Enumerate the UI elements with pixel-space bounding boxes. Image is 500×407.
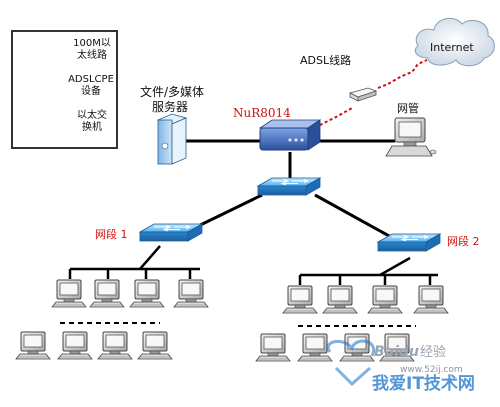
segment-2-bus — [298, 256, 438, 285]
legend-adsl-label-1: ADSLCPE — [68, 74, 114, 85]
legend: 100M以 太线路 ADSLCPE 设备 以太交 换机 — [11, 30, 118, 149]
segment-1-bus — [68, 245, 200, 279]
legend-switch-label-1: 以太交 — [77, 110, 107, 121]
internet-cloud — [414, 17, 495, 67]
legend-switch-label-2: 换机 — [82, 122, 102, 133]
watermark-cn: 我爱IT技术网 — [372, 374, 475, 394]
router-device — [258, 119, 322, 151]
segment-2-label: 网段 2 — [447, 235, 480, 248]
internet-label: Internet — [430, 41, 474, 54]
server-label-1: 文件/多媒体 — [140, 85, 205, 99]
adsl-modem — [349, 87, 377, 102]
watermark-baidu: Baidu — [374, 344, 419, 360]
segment-1-pcs — [15, 279, 209, 360]
watermark-graphic — [326, 339, 376, 387]
watermark-site: www.52ij.com — [400, 365, 463, 375]
file-server — [156, 113, 188, 165]
server-label-2: 服务器 — [152, 100, 189, 114]
watermark-jingyan: 经验 — [420, 345, 447, 360]
legend-line-label-2: 太线路 — [77, 50, 107, 61]
segment-1-label: 网段 1 — [95, 228, 128, 241]
segment-1-switch — [139, 223, 203, 242]
adsl-line-label: ADSL线路 — [300, 54, 352, 67]
manager-label: 网管 — [397, 102, 419, 115]
manager-pc — [385, 117, 437, 157]
core-switch — [257, 177, 321, 196]
legend-adsl-label-2: 设备 — [81, 86, 101, 97]
legend-line-label-1: 100M以 — [73, 38, 111, 49]
router-label: NuR8014 — [233, 106, 291, 120]
segment-2-pcs — [255, 285, 449, 362]
segment-2-switch — [377, 233, 441, 252]
